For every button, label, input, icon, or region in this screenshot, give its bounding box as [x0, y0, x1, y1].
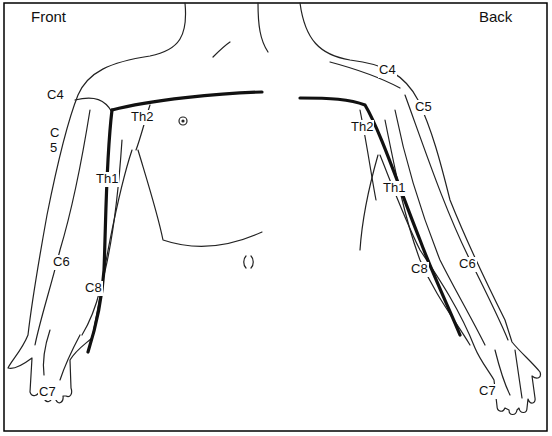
navel — [244, 256, 254, 268]
front-body-outline — [8, 3, 186, 403]
dermatome-boundary — [495, 350, 510, 395]
dermatome-label: C4 — [46, 88, 65, 103]
back-torso-line — [360, 155, 378, 250]
back-body-outline — [300, 3, 540, 415]
dermatome-boundary — [330, 62, 400, 88]
dermatome-label: C 5 — [49, 126, 59, 156]
dermatome-label: Th1 — [95, 172, 119, 187]
frame — [4, 3, 547, 431]
dermatome-boundary — [405, 95, 508, 340]
dermatome-label: C4 — [378, 63, 397, 78]
dermatome-boundary — [60, 335, 80, 380]
dermatome-boundary — [35, 110, 90, 345]
dermatome-label: C6 — [458, 257, 477, 272]
view-heading: Front — [30, 8, 67, 25]
front-neck-right — [258, 3, 268, 52]
dermatome-boundary — [43, 330, 50, 375]
dermatome-boundary — [82, 140, 122, 335]
dermatome-boundary — [395, 110, 485, 345]
axial-line — [88, 110, 112, 352]
view-heading: Back — [478, 8, 513, 25]
dermatome-label: C7 — [478, 384, 497, 399]
dermatome-label: Th2 — [130, 110, 154, 125]
dermatome-boundary — [385, 120, 470, 345]
clavicle-mark — [213, 42, 230, 57]
dermatome-boundary — [515, 350, 522, 398]
dermatome-label: C8 — [410, 262, 429, 277]
dermatome-label: C8 — [84, 281, 103, 296]
dermatome-boundary — [75, 98, 112, 112]
nipple — [179, 117, 187, 125]
front-torso-line — [138, 150, 262, 246]
dermatome-label: Th2 — [350, 120, 374, 135]
axial-line — [112, 92, 262, 110]
dermatome-label: C5 — [414, 100, 433, 115]
axial-line — [300, 98, 460, 335]
dermatome-label: C7 — [38, 385, 57, 400]
dermatome-label: C6 — [52, 255, 71, 270]
dermatome-label: Th1 — [382, 181, 406, 196]
nipple-dot — [182, 120, 184, 122]
